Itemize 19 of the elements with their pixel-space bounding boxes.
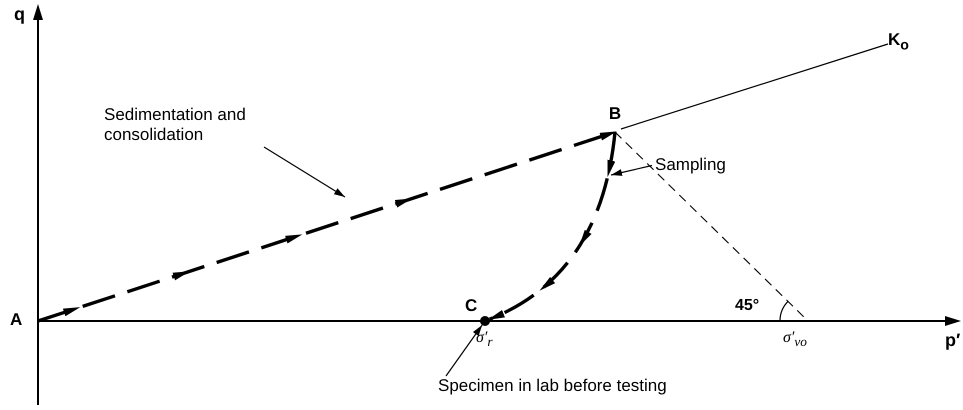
annotation-text: Specimen in lab before testing [438,376,706,397]
axis-label: p′ [945,330,960,352]
stress-label: σ′$_{r}$ [476,328,493,350]
stress-path-arrow [488,132,617,321]
line [620,43,888,130]
leader-line [264,146,346,198]
angle-label: 45° [735,296,760,316]
axis-label: q [14,4,25,26]
point-label: B [597,104,633,132]
point-dot [480,316,490,326]
line-label: K$_{o}$ [888,30,922,58]
annotation-text: Sedimentation and consolidation [104,105,282,147]
point-label: C [465,296,478,316]
stress-label: σ′$_{vo}$ [783,328,807,350]
annotation-text: Sampling [655,155,735,176]
leader-line [610,164,652,176]
stress-path-arrow [36,130,617,323]
leader-line [446,324,483,376]
point-label: A [10,310,38,332]
